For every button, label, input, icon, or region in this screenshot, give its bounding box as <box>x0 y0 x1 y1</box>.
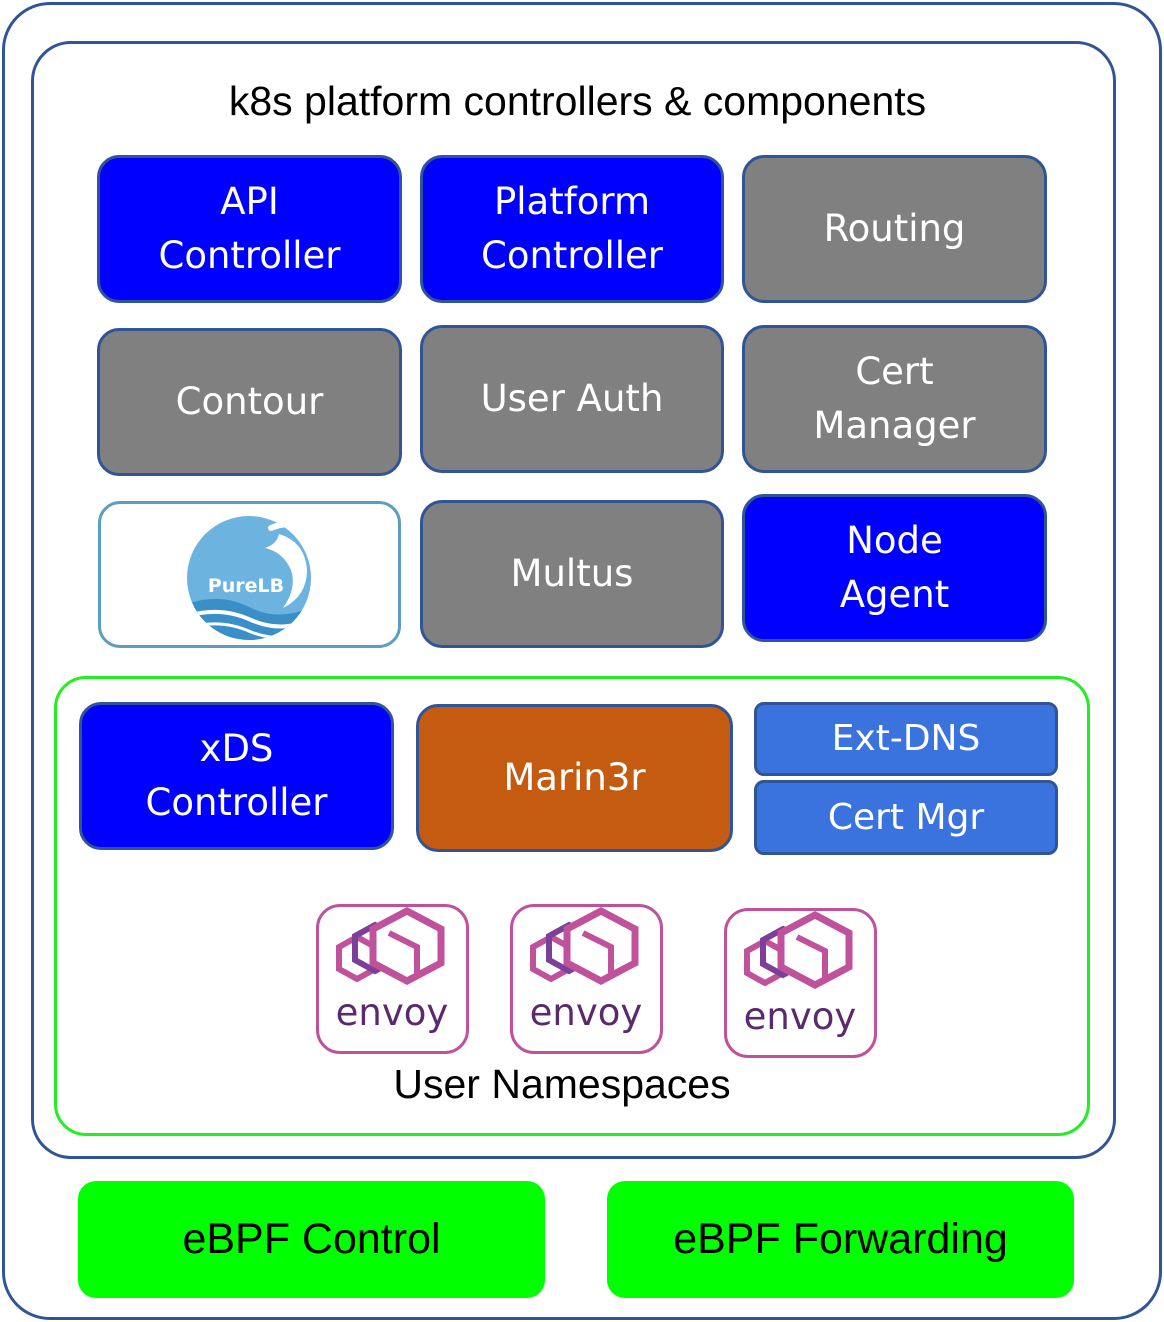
envoy-hexagon-icon: envoy <box>530 907 643 1034</box>
purelb-box: PureLB <box>98 501 401 648</box>
platform-controller-box: Platform Controller <box>420 155 724 303</box>
xds-controller-box: xDS Controller <box>79 702 394 850</box>
envoy-hexagon-icon: envoy <box>744 911 857 1038</box>
ext-dns-box: Ext-DNS <box>754 702 1058 776</box>
api-controller-box: API Controller <box>97 155 402 303</box>
ebpf-forwarding-box: eBPF Forwarding <box>607 1181 1074 1298</box>
envoy-hexagon-icon: envoy <box>336 907 449 1034</box>
marin3r-box: Marin3r <box>416 704 733 852</box>
envoy-logo-2: envoy <box>510 904 663 1054</box>
node-agent-box: Node Agent <box>742 494 1047 642</box>
envoy-logo-3: envoy <box>724 908 877 1058</box>
user-namespaces-frame <box>54 676 1090 1136</box>
envoy-logo-text: envoy <box>336 991 449 1034</box>
multus-box: Multus <box>420 500 724 648</box>
user-namespaces-label: User Namespaces <box>393 1061 731 1107</box>
envoy-logo-text: envoy <box>530 991 643 1034</box>
cert-manager-box: Cert Manager <box>742 325 1047 473</box>
ebpf-control-box: eBPF Control <box>78 1181 545 1298</box>
routing-box: Routing <box>742 155 1047 303</box>
envoy-logo-1: envoy <box>316 904 469 1054</box>
contour-box: Contour <box>97 328 402 476</box>
envoy-logo-text: envoy <box>744 995 857 1038</box>
purelb-wave-icon: PureLB <box>187 516 318 640</box>
cert-mgr-box: Cert Mgr <box>754 780 1058 855</box>
user-auth-box: User Auth <box>420 325 724 473</box>
diagram-title: k8s platform controllers & components <box>228 78 927 124</box>
purelb-logo-text: PureLB <box>208 575 284 597</box>
